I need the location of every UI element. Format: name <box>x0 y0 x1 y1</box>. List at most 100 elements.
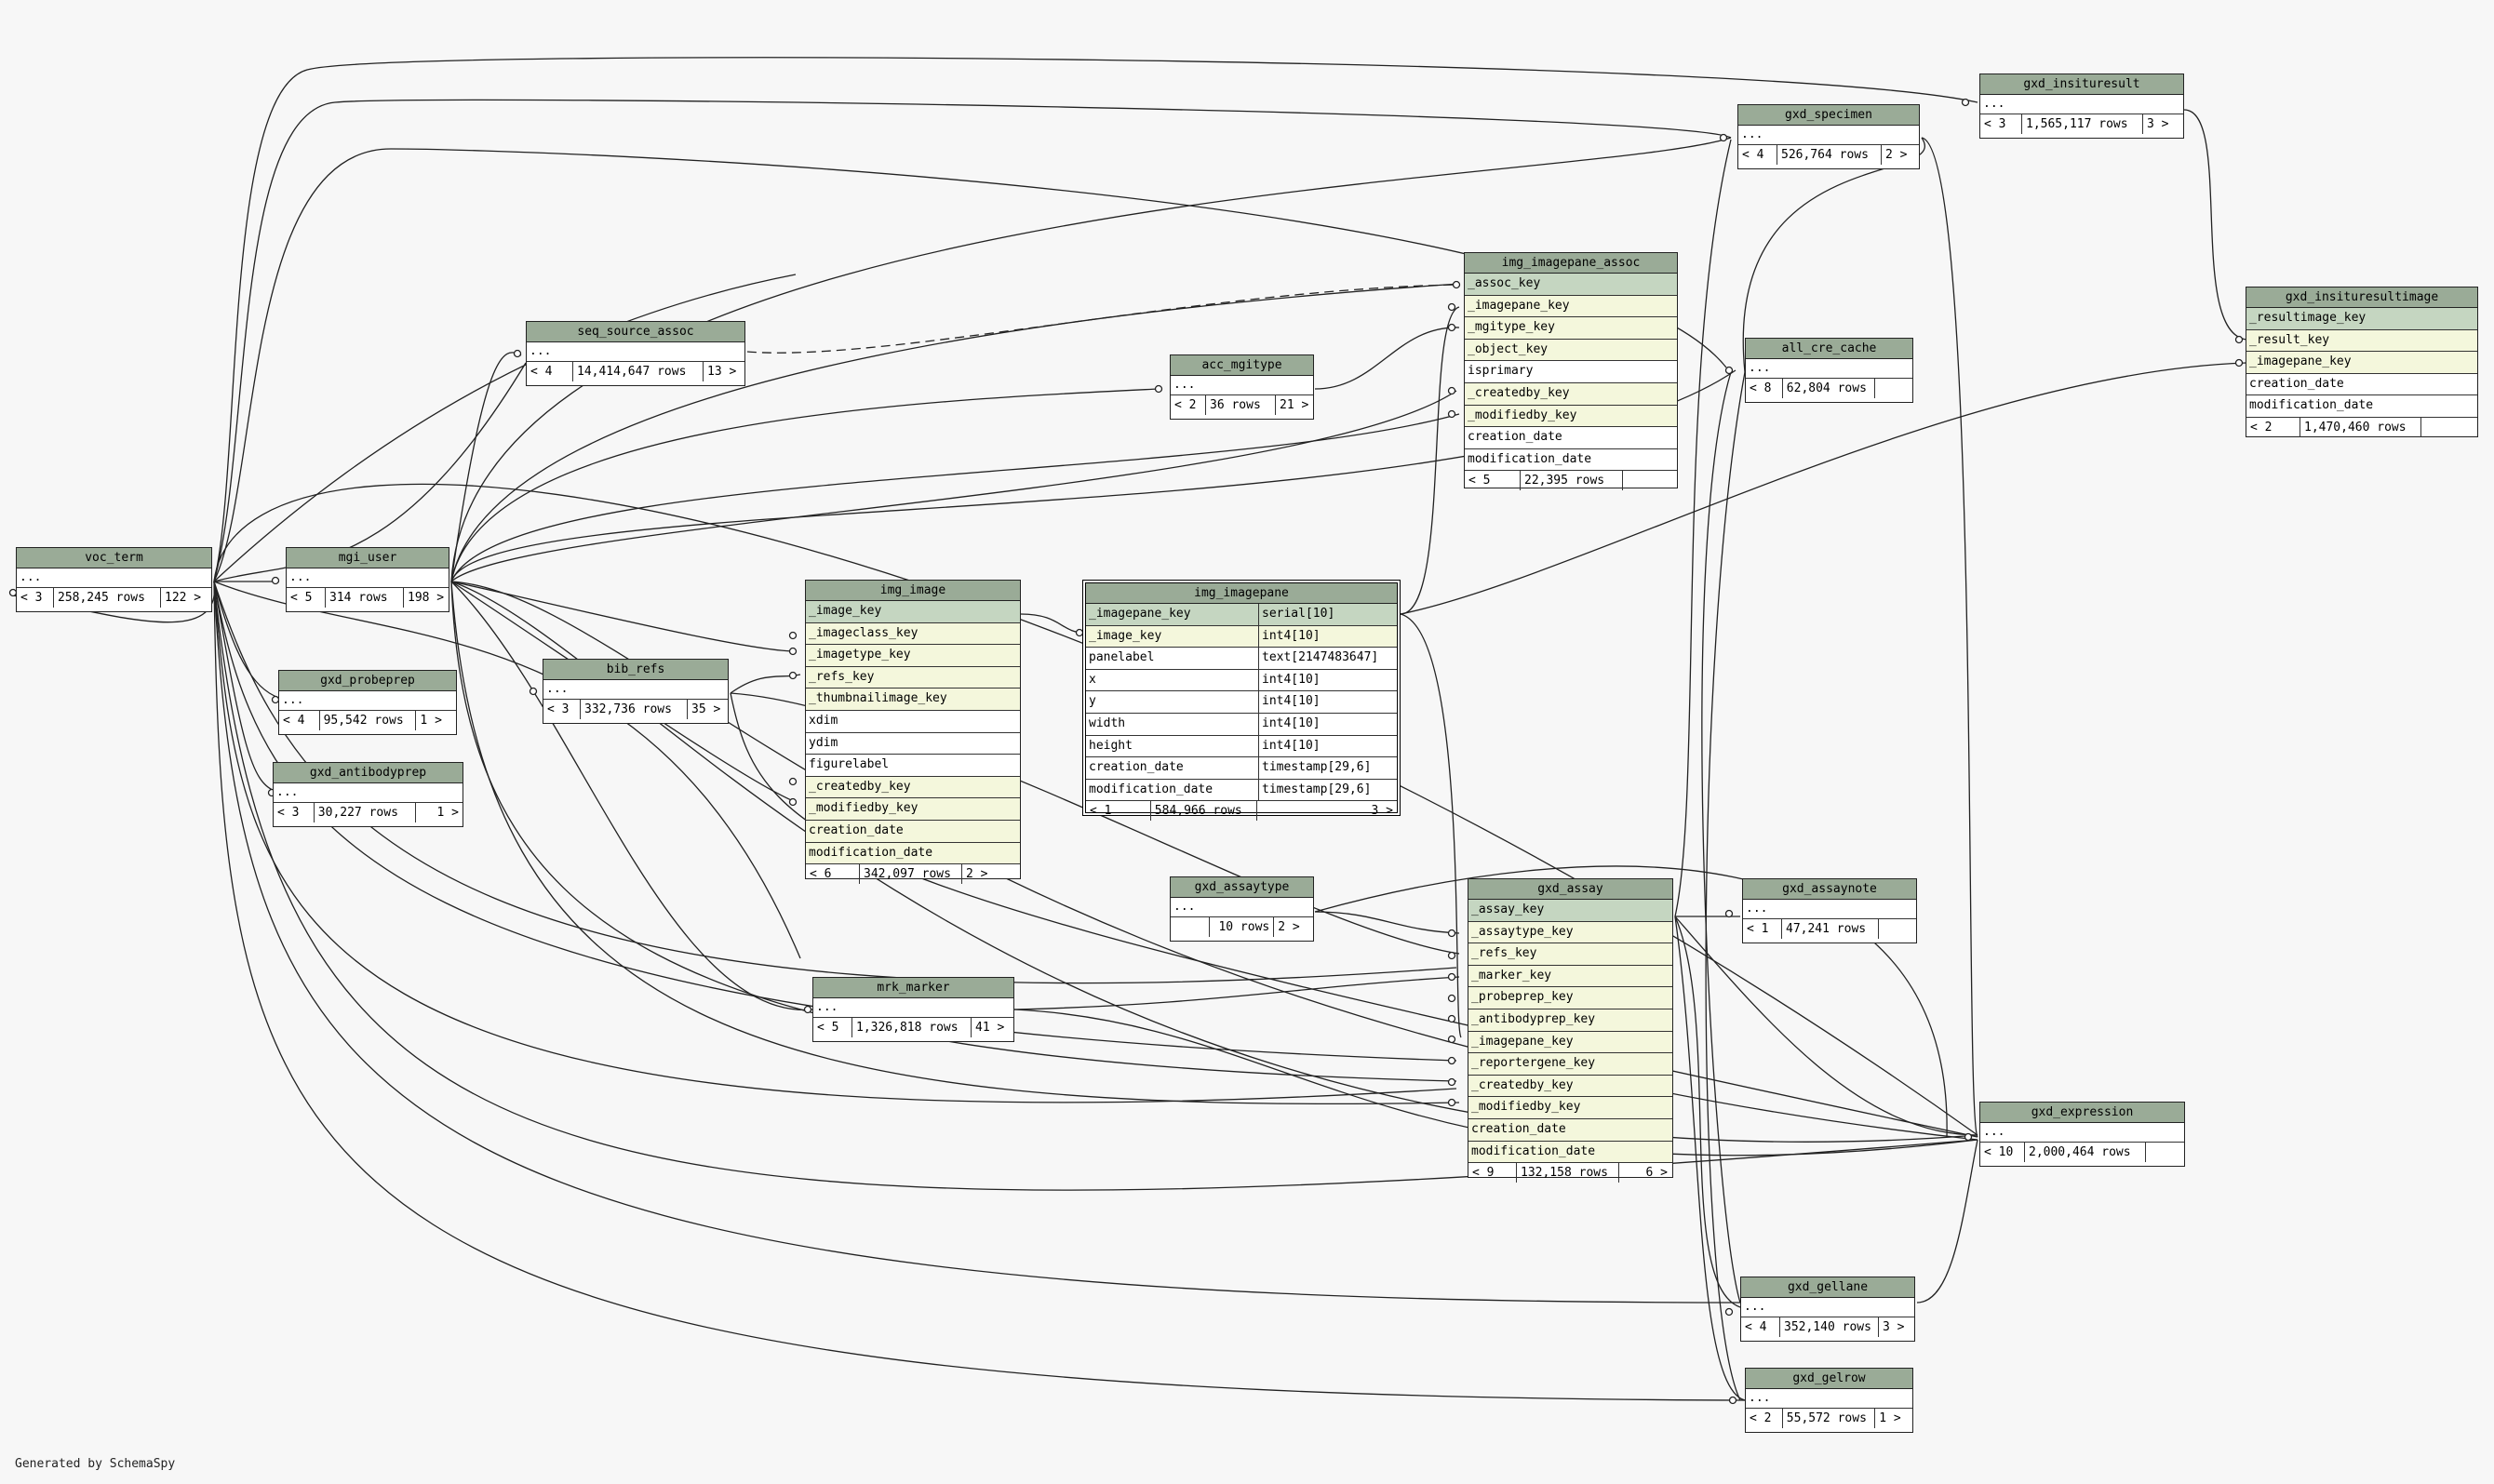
children-link[interactable]: 198 > <box>408 591 445 605</box>
children-link[interactable]: 41 > <box>975 1021 1005 1035</box>
children-link[interactable] <box>1875 379 1912 398</box>
parents-link[interactable]: < 2 <box>1746 1409 1783 1428</box>
table-stats: < 3 1,565,117 rows 3 > <box>1980 114 2183 134</box>
children-link[interactable] <box>2421 418 2477 437</box>
parents-link[interactable]: < 3 <box>274 803 315 822</box>
children-link[interactable]: 122 > <box>165 591 202 605</box>
columns-collapsed: ... <box>1741 1298 1914 1317</box>
parents-link[interactable]: < 10 <box>1980 1143 2025 1162</box>
column-row: isprimary <box>1465 361 1677 383</box>
parents-link[interactable]: < 6 <box>806 864 860 885</box>
parents-link[interactable]: < 9 <box>1468 1163 1517 1183</box>
parents-link[interactable]: < 5 <box>813 1018 852 1037</box>
table-name: gxd_specimen <box>1738 105 1919 126</box>
table-stats: < 4 14,414,647 rows 13 > <box>527 362 744 381</box>
parents-link[interactable]: < 2 <box>1171 395 1206 415</box>
children-link[interactable]: 1 > <box>1879 1411 1901 1425</box>
table-gxd-expression[interactable]: gxd_expression ... < 10 2,000,464 rows <box>1979 1102 2185 1167</box>
table-gxd-insituresult[interactable]: gxd_insituresult ... < 3 1,565,117 rows … <box>1979 74 2184 139</box>
parents-link[interactable]: < 8 <box>1746 379 1783 398</box>
children-link[interactable]: 6 > <box>1645 1166 1668 1181</box>
table-bib-refs[interactable]: bib_refs ... < 3 332,736 rows 35 > <box>543 659 729 724</box>
row-count: 332,736 rows <box>581 700 688 719</box>
table-gxd-assaynote[interactable]: gxd_assaynote ... < 1 47,241 rows <box>1742 878 1917 943</box>
table-mrk-marker[interactable]: mrk_marker ... < 5 1,326,818 rows 41 > <box>812 977 1014 1042</box>
columns-collapsed: ... <box>1980 1123 2184 1143</box>
children-link[interactable]: 35 > <box>691 702 721 716</box>
parents-link[interactable]: < 4 <box>279 711 320 730</box>
table-gxd-gellane[interactable]: gxd_gellane ... < 4 352,140 rows 3 > <box>1740 1277 1915 1342</box>
children-link[interactable] <box>1879 919 1916 939</box>
table-name: all_cre_cache <box>1746 339 1912 359</box>
table-acc-mgitype[interactable]: acc_mgitype ... < 2 36 rows 21 > <box>1170 354 1314 420</box>
parents-link[interactable]: < 5 <box>287 588 326 608</box>
table-stats: < 6 342,097 rows 2 > <box>806 864 1020 885</box>
parents-link[interactable]: < 4 <box>1741 1317 1780 1337</box>
table-stats: < 5 314 rows 198 > <box>287 588 449 608</box>
table-img-image[interactable]: img_image _image_key _imageclass_key _im… <box>805 580 1021 885</box>
row-count: 10 rows <box>1210 917 1275 937</box>
table-stats: < 1 584,966 rows 3 > <box>1086 801 1397 822</box>
parents-link[interactable]: < 5 <box>1465 471 1521 491</box>
table-gxd-assay[interactable]: gxd_assay _assay_key _assaytype_key _ref… <box>1468 878 1673 1183</box>
table-stats: < 5 22,395 rows <box>1465 471 1677 491</box>
parents-link[interactable]: < 3 <box>17 588 54 608</box>
table-name: img_imagepane <box>1086 583 1397 604</box>
column-row: _mgitype_key <box>1465 317 1677 340</box>
children-link[interactable]: 2 > <box>1278 920 1300 934</box>
parents-link[interactable]: < 3 <box>1980 114 2022 134</box>
table-all-cre-cache[interactable]: all_cre_cache ... < 8 62,804 rows <box>1745 338 1913 403</box>
children-link[interactable]: 1 > <box>436 806 459 820</box>
children-link[interactable]: 3 > <box>2147 117 2169 131</box>
column-row: _resultimage_key <box>2246 308 2477 330</box>
row-count: 14,414,647 rows <box>573 362 704 381</box>
table-mgi-user[interactable]: mgi_user ... < 5 314 rows 198 > <box>286 547 449 612</box>
table-gxd-insituresultimage[interactable]: gxd_insituresultimage _resultimage_key _… <box>2246 287 2478 437</box>
table-stats: < 3 258,245 rows 122 > <box>17 588 211 608</box>
parents-link[interactable]: < 3 <box>543 700 581 719</box>
parents-link[interactable]: < 2 <box>2246 417 2300 437</box>
table-name: gxd_gellane <box>1741 1277 1914 1298</box>
parents-link[interactable]: < 1 <box>1086 801 1151 822</box>
children-link[interactable]: 13 > <box>707 365 737 379</box>
children-link[interactable]: 1 > <box>420 714 442 728</box>
table-gxd-specimen[interactable]: gxd_specimen ... < 4 526,764 rows 2 > <box>1737 104 1920 169</box>
column-row: creation_date <box>1468 1118 1672 1142</box>
column-row: creation_date <box>1465 427 1677 449</box>
children-link[interactable]: 3 > <box>1883 1320 1905 1334</box>
columns-collapsed: ... <box>274 783 463 803</box>
children-link[interactable]: 2 > <box>966 867 988 882</box>
table-voc-term[interactable]: voc_term ... < 3 258,245 rows 122 > <box>16 547 212 612</box>
table-stats: < 3 332,736 rows 35 > <box>543 700 728 719</box>
children-link[interactable]: 21 > <box>1280 398 1309 412</box>
generated-by-footer: Generated by SchemaSpy <box>15 1457 176 1471</box>
columns-collapsed: ... <box>813 998 1013 1018</box>
column-row: _createdby_key <box>806 776 1020 799</box>
table-gxd-gelrow[interactable]: gxd_gelrow ... < 2 55,572 rows 1 > <box>1745 1368 1913 1433</box>
table-img-imagepane-assoc[interactable]: img_imagepane_assoc _assoc_key _imagepan… <box>1464 252 1678 491</box>
children-link[interactable]: 3 > <box>1371 804 1393 819</box>
parents-link[interactable]: < 1 <box>1743 919 1782 939</box>
column-row: creation_date <box>2246 374 2477 396</box>
column-row: _imagepane_key <box>2246 352 2477 374</box>
parents-link[interactable]: < 4 <box>1738 145 1777 165</box>
children-link[interactable] <box>2146 1143 2183 1162</box>
parents-link[interactable] <box>1171 917 1210 937</box>
table-gxd-assaytype[interactable]: gxd_assaytype ... 10 rows 2 > <box>1170 876 1314 942</box>
table-name: mgi_user <box>287 548 449 568</box>
table-gxd-antibodyprep[interactable]: gxd_antibodyprep ... < 3 30,227 rows 1 > <box>273 762 463 827</box>
column-row: _image_key <box>806 601 1020 623</box>
children-link[interactable]: 2 > <box>1885 148 1908 162</box>
column-row: _createdby_key <box>1465 382 1677 406</box>
parents-link[interactable]: < 4 <box>527 362 573 381</box>
table-seq-source-assoc[interactable]: seq_source_assoc ... < 4 14,414,647 rows… <box>526 321 745 386</box>
table-gxd-probeprep[interactable]: gxd_probeprep ... < 4 95,542 rows 1 > <box>278 670 457 735</box>
row-count: 62,804 rows <box>1783 379 1876 398</box>
table-stats: < 3 30,227 rows 1 > <box>274 803 463 822</box>
children-link[interactable] <box>1623 471 1677 490</box>
